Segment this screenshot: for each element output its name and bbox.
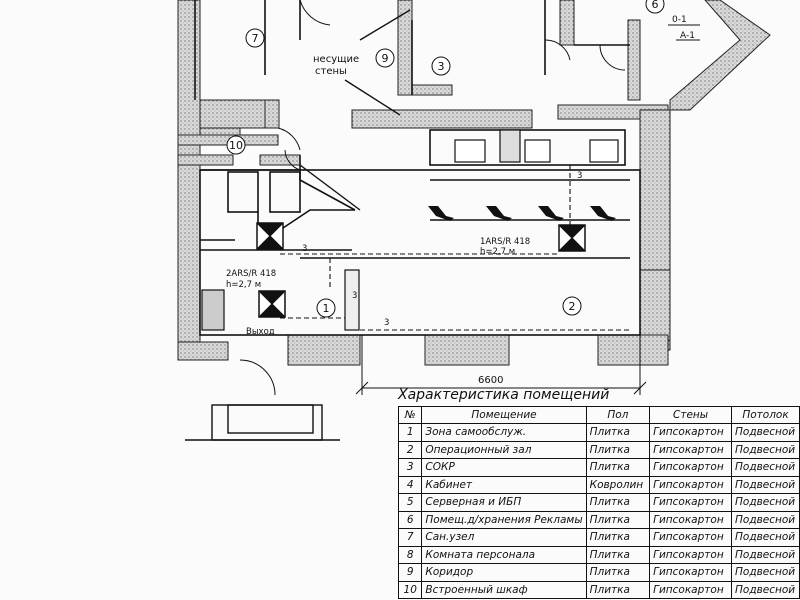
room-number-9: 9 [382,52,389,65]
cell-walls: Гипсокартон [649,423,732,442]
cell-number: 5 [397,493,423,512]
axis-label-o1: 0-1 [672,15,687,25]
cell-walls: Гипсокартон [649,510,732,529]
cell-floor: Плитка [585,458,651,477]
cell-room: Операционный зал [421,440,587,459]
cell-floor: Плитка [585,440,651,459]
room-number-1: 1 [323,302,330,315]
cell-floor: Плитка [585,510,651,529]
cell-room: Сан.узел [421,528,587,547]
exit-label: Выход [246,327,275,337]
cell-ceiling: Подвесной [731,510,800,529]
cell-room: Коридор [421,563,587,582]
cell-room: Кабинет [421,475,587,494]
wire-count-label: 3 [302,244,307,254]
equipment-1-model: 1ARS/R 418 [480,237,530,247]
wire-count-label: 3 [384,318,389,328]
cell-ceiling: Подвесной [731,563,800,582]
header-walls: Стены [649,406,732,424]
table-header-row: № Помещение Пол Стены Потолок [397,406,800,424]
cell-floor: Ковролин [585,475,651,494]
cell-room: Серверная и ИБП [421,493,587,512]
cell-floor: Плитка [585,563,651,582]
room-number-6: 6 [652,0,659,11]
light-fixtures [428,206,616,221]
cell-ceiling: Подвесной [731,528,800,547]
cell-ceiling: Подвесной [731,493,800,512]
header-number: № [397,406,423,424]
cell-ceiling: Подвесной [731,580,800,599]
inner-partitions [194,0,641,336]
cell-room: Встроенный шкаф [421,580,587,599]
cell-room: Помещ.д/хранения Рекламы [421,510,587,529]
cell-number: 7 [397,528,423,547]
dimension-line [355,335,647,395]
room-markers [226,0,665,318]
equipment-1-height: h=2,7 м [480,247,515,257]
header-floor: Пол [585,406,651,424]
cell-room: Комната персонала [421,545,587,564]
cell-ceiling: Подвесной [731,545,800,564]
cell-walls: Гипсокартон [649,563,732,582]
cell-ceiling: Подвесной [731,475,800,494]
cell-floor: Плитка [585,528,651,547]
cell-walls: Гипсокартон [649,528,732,547]
cell-walls: Гипсокартон [649,475,732,494]
cell-number: 4 [397,475,423,494]
cell-floor: Плитка [585,493,651,512]
cell-ceiling: Подвесной [731,423,800,442]
dimension-value: 6600 [478,375,503,386]
cell-floor: Плитка [585,423,651,442]
cell-number: 10 [397,580,423,599]
cell-number: 6 [397,510,423,529]
wire-count-label: 3 [577,171,582,181]
cell-floor: Плитка [585,580,651,599]
cell-number: 3 [397,458,423,477]
cell-floor: Плитка [585,545,651,564]
diagonal-partitions [299,9,411,211]
table-title: Характеристика помещений [398,387,610,403]
header-ceiling: Потолок [731,406,800,424]
cell-walls: Гипсокартон [649,458,732,477]
cell-room: СОКР [421,458,587,477]
cell-number: 2 [397,440,423,459]
equipment-2-height: h=2,7 м [226,280,261,290]
cell-walls: Гипсокартон [649,493,732,512]
axis-label-a1: A-1 [680,31,695,41]
cell-room: Зона самообслуж. [421,423,587,442]
cell-ceiling: Подвесной [731,440,800,459]
load-bearing-label: несущие стены [313,54,362,77]
wiring-lines [280,165,630,331]
door-arcs [239,0,626,396]
room-number-2: 2 [569,300,576,313]
ceiling-lamps [256,222,586,318]
cell-walls: Гипсокартон [649,545,732,564]
cell-walls: Гипсокартон [649,580,732,599]
entrance-steps [185,404,340,441]
room-number-7: 7 [252,32,259,45]
header-room: Помещение [421,406,587,424]
cell-number: 9 [397,563,423,582]
room-number-10: 10 [229,139,243,152]
cell-number: 8 [397,545,423,564]
cell-ceiling: Подвесной [731,458,800,477]
cell-walls: Гипсокартон [649,440,732,459]
equipment-2-model: 2ARS/R 418 [226,269,276,279]
wire-count-label: 3 [352,291,357,301]
counter-equipment [201,129,619,331]
cell-number: 1 [397,423,423,442]
room-number-3: 3 [438,60,445,73]
